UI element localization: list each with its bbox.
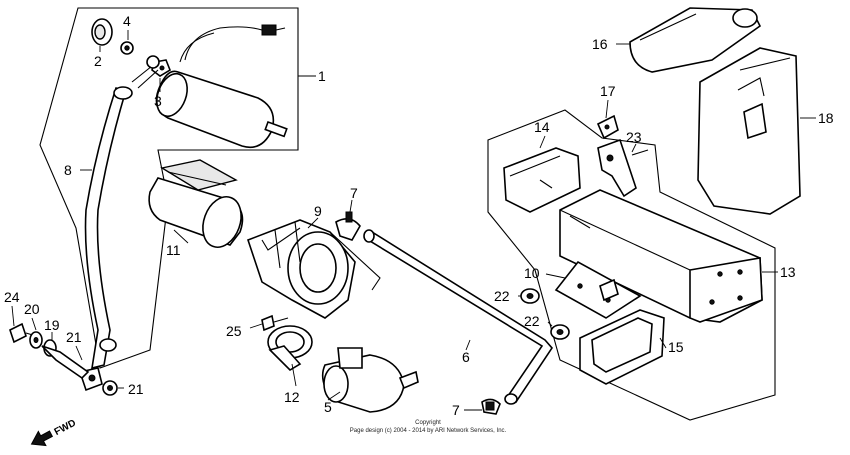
copyright-line-1: Copyright — [415, 420, 441, 426]
callout-7-upper: 7 — [350, 185, 358, 201]
callout-15: 15 — [668, 339, 684, 355]
flange-nut-upper — [520, 288, 540, 304]
callout-22-lower: 22 — [524, 313, 540, 329]
callout-23: 23 — [626, 129, 642, 145]
callout-19: 19 — [44, 317, 60, 333]
callout-20: 20 — [24, 301, 40, 317]
band — [267, 325, 313, 372]
callout-16: 16 — [592, 36, 608, 52]
callout-4: 4 — [123, 13, 131, 29]
callout-6: 6 — [462, 349, 470, 365]
flat-washer — [29, 331, 43, 349]
fuse-cover — [503, 147, 581, 213]
copyright-line-2: Page design (c) 2004 - 2014 by ARI Netwo… — [350, 428, 507, 434]
bolt-shaft — [41, 345, 90, 380]
plug-cap — [91, 18, 113, 46]
callout-10: 10 — [524, 265, 540, 281]
rubber-mount — [148, 159, 244, 248]
battery-cover — [629, 7, 762, 73]
small-bolt — [261, 314, 289, 332]
flange-nut-lower — [550, 324, 570, 340]
callout-13: 13 — [780, 264, 796, 280]
fwd-arrow: FWD — [30, 418, 78, 447]
callout-8: 8 — [64, 162, 72, 178]
callout-21-lower: 21 — [128, 381, 144, 397]
fwd-label: FWD — [53, 418, 78, 438]
coil-bracket — [246, 219, 381, 319]
terminal-bracket — [596, 114, 649, 198]
rubber-washer — [120, 41, 134, 55]
callout-5: 5 — [324, 399, 332, 415]
leader-lines — [11, 30, 816, 411]
callout-12: 12 — [284, 389, 300, 405]
callout-24: 24 — [4, 289, 20, 305]
callout-11: 11 — [166, 242, 181, 258]
rubber-pad — [579, 309, 665, 385]
right-group-outline — [487, 109, 776, 421]
callout-9: 9 — [314, 203, 322, 219]
vent-tube — [363, 229, 554, 405]
callout-21-upper: 21 — [66, 329, 82, 345]
high-tension-cord — [78, 55, 160, 392]
callout-25: 25 — [226, 323, 242, 339]
flasher-relay — [321, 347, 419, 413]
fwd-arrow-icon — [30, 430, 54, 447]
callout-18: 18 — [818, 110, 834, 126]
callout-22-upper: 22 — [494, 288, 510, 304]
battery-case — [697, 47, 801, 215]
callout-1: 1 — [318, 68, 326, 84]
hose-clamp-upper — [335, 211, 361, 241]
callout-14: 14 — [534, 119, 550, 135]
callout-17: 17 — [600, 83, 616, 99]
hose-clamp-lower — [481, 398, 501, 415]
callout-2: 2 — [94, 53, 102, 69]
callout-3: 3 — [154, 93, 162, 109]
box-bracket — [554, 260, 642, 319]
callout-7-lower: 7 — [452, 402, 460, 418]
ignition-coil — [155, 24, 288, 149]
washer-lower — [102, 380, 118, 396]
left-group-outline — [39, 7, 299, 369]
